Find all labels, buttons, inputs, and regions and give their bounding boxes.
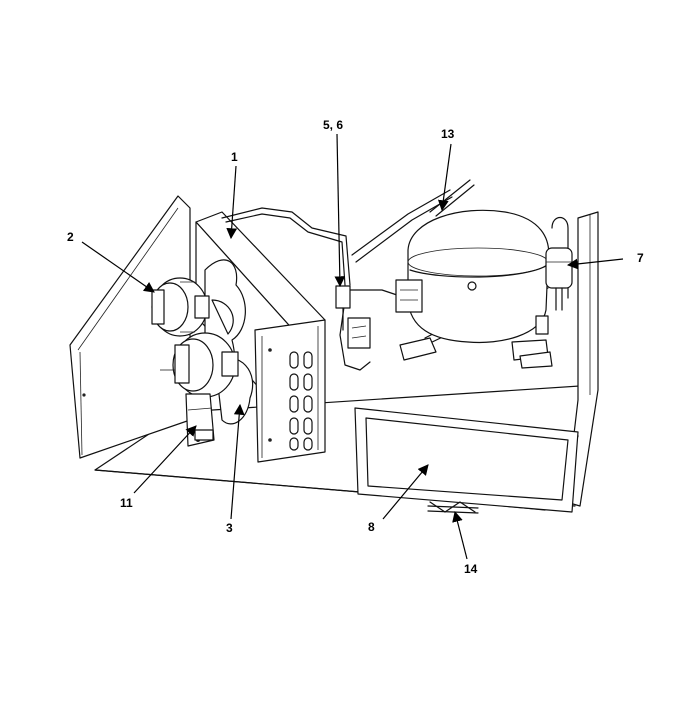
callout-11-bracket: 11 xyxy=(120,496,133,510)
filter-drier-valve xyxy=(335,285,371,349)
accumulator xyxy=(545,216,573,311)
callout-3-fan-blade: 3 xyxy=(226,521,233,535)
fan-motor-lower xyxy=(160,332,239,398)
leader-lines xyxy=(81,133,624,560)
callout-2-fan-motor: 2 xyxy=(67,230,74,244)
callout-13-compressor-tube: 13 xyxy=(441,127,455,141)
callout-1-condenser: 1 xyxy=(231,150,238,164)
callout-7-accumulator: 7 xyxy=(637,251,644,265)
compressor xyxy=(395,179,553,369)
callout-5-6-valve: 5, 6 xyxy=(323,118,344,132)
right-side-wall xyxy=(565,211,599,507)
callout-14-panel-clip: 14 xyxy=(464,562,478,576)
callout-8-access-panel: 8 xyxy=(368,520,375,534)
motor-bracket xyxy=(185,393,215,447)
fan-motor-upper xyxy=(151,277,210,337)
